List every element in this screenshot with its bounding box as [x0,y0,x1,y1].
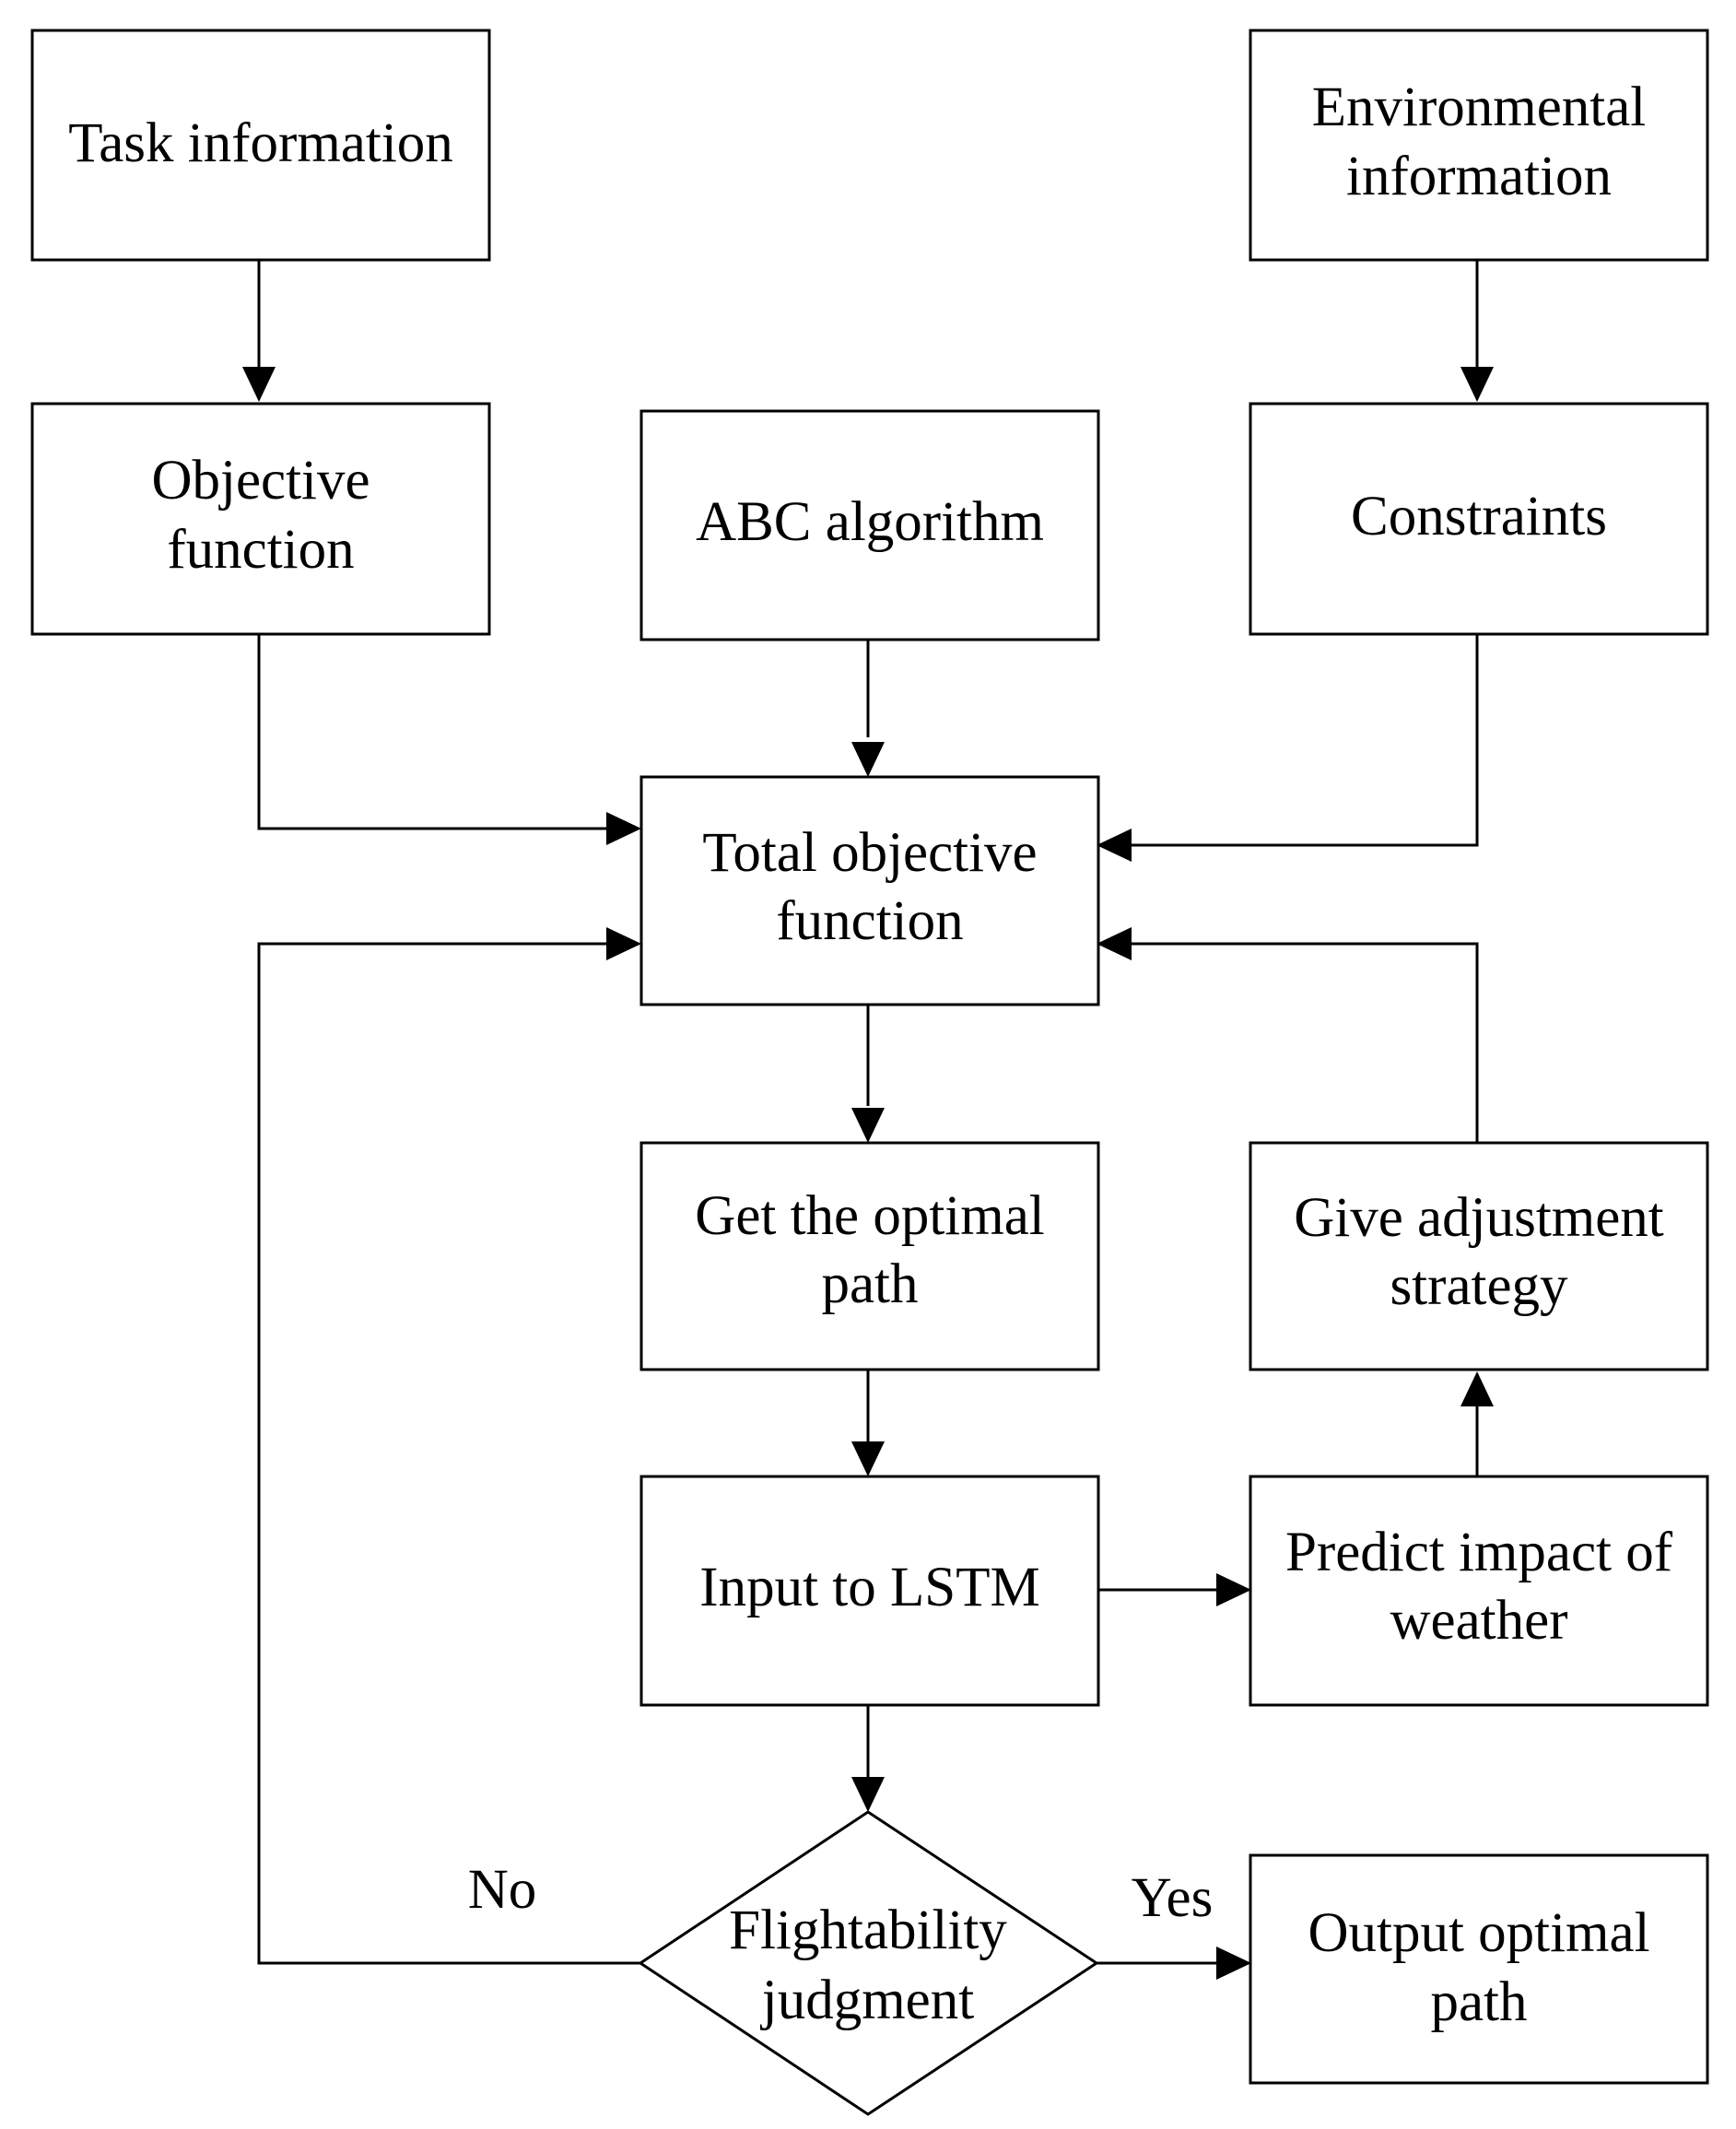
node-constraints: Constraints [1249,402,1709,636]
node-label: function [776,890,963,952]
arrowhead-down-constraints [1460,367,1494,402]
node-label: path [821,1253,918,1315]
node-get-optimal-path: Get the optimal path [639,1141,1100,1371]
arrowhead-right-total-upper [606,812,641,845]
node-label: Total objective [702,822,1037,884]
node-label: judgment [760,1970,974,2031]
arrowhead-down-objective [242,367,276,402]
arrowhead-down-optimal [851,1108,885,1143]
edge-label-no: No [468,1859,537,1921]
node-label: path [1430,1971,1527,2033]
node-flightability-judgment: Flightability judgment [638,1810,1099,2116]
node-environmental-information: Environmental information [1249,29,1709,262]
arrowhead-down-total [851,742,885,777]
node-label: strategy [1390,1255,1568,1317]
connectors [257,260,1479,1965]
edge-objective-to-total [257,634,608,830]
node-label: Output optimal [1308,1902,1649,1964]
node-label: Environmental [1312,76,1647,138]
node-label: Get the optimal [695,1185,1044,1247]
arrowhead-down-lstm [851,1441,885,1476]
node-label: Give adjustment [1294,1187,1664,1249]
node-label: information [1346,146,1612,207]
node-label: Task information [68,112,453,174]
node-label: Input to LSTM [699,1557,1039,1618]
node-label: Flightability [729,1900,1007,1961]
arrowhead-left-total-upper [1097,829,1132,862]
node-abc-algorithm: ABC algorithm [639,409,1100,641]
node-output-optimal-path: Output optimal path [1249,1853,1709,2085]
node-label: weather [1390,1590,1567,1652]
node-label: ABC algorithm [696,491,1044,553]
arrowhead-right-predict [1216,1573,1251,1606]
node-task-information: Task information [30,29,491,262]
node-total-objective-function: Total objective function [639,775,1100,1006]
node-label: Predict impact of [1285,1522,1673,1583]
arrowhead-left-total-lower [1097,927,1132,960]
arrowhead-down-judgment [851,1777,885,1812]
edge-no-loop-to-total [257,942,640,1965]
node-give-adjustment-strategy: Give adjustment strategy [1249,1141,1709,1371]
arrowhead-up-adjust [1460,1371,1494,1406]
arrowhead-right-total-lower [606,927,641,960]
arrowheads [242,367,1494,1980]
edge-label-yes: Yes [1132,1867,1214,1929]
node-objective-function: Objective function [30,402,491,636]
edge-constraints-to-total [1129,634,1479,847]
arrowhead-right-output [1216,1947,1251,1980]
node-label: function [167,519,354,581]
node-input-to-lstm: Input to LSTM [639,1475,1100,1707]
node-label: Objective [151,450,369,512]
edge-adjust-to-total [1129,942,1479,1143]
node-label: Constraints [1351,486,1607,547]
node-predict-impact-of-weather: Predict impact of weather [1249,1475,1709,1707]
